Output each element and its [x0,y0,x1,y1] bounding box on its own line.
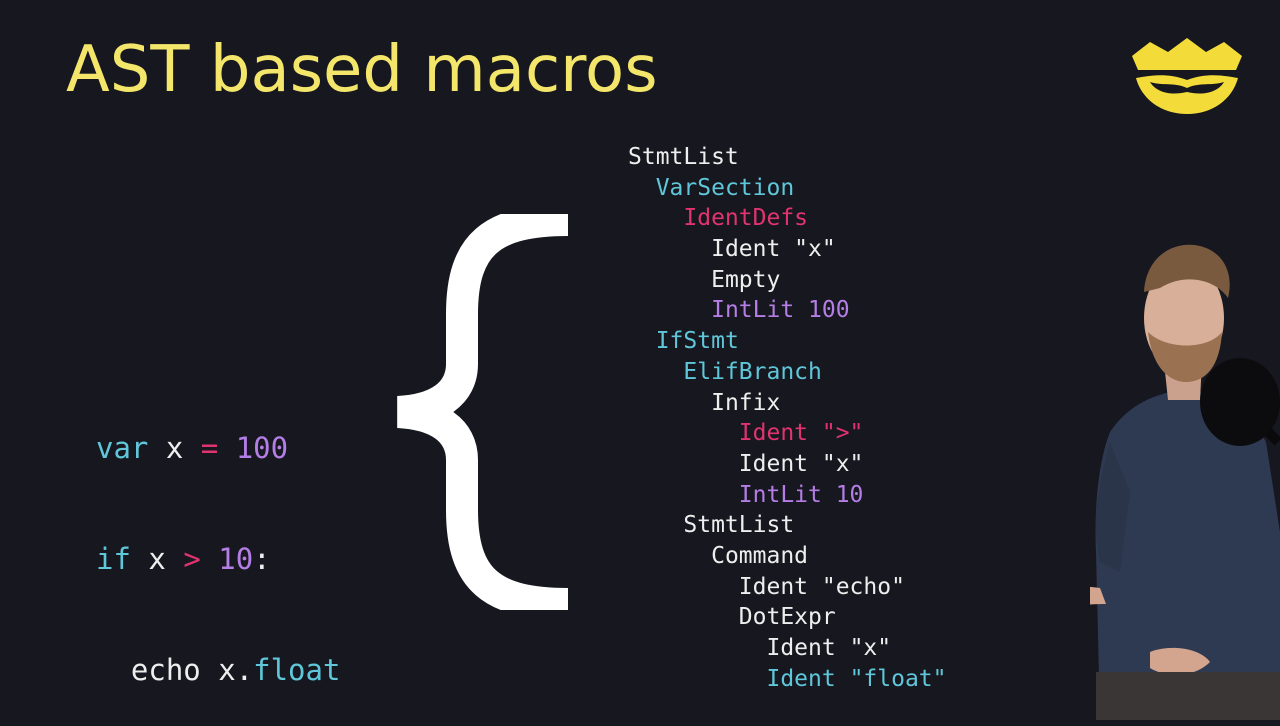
ast-node-indent [628,328,656,354]
code-number: 100 [218,431,289,465]
code-keyword: var [96,431,149,465]
ast-node: StmtList [628,142,947,173]
code-identifier: x [130,542,184,576]
ast-node-indent [628,236,711,262]
code-number: 10 [200,542,254,576]
code-identifier: x [148,431,201,465]
code-snippet: var x = 100 if x > 10: echo x.float [96,356,340,726]
code-line-echo: echo x.float [96,652,341,689]
code-keyword: if [96,542,131,576]
ast-node: Ident "x" [628,234,947,265]
ast-node-label: VarSection [655,174,795,201]
crown-logo-icon [1128,36,1246,122]
ast-node-label: Ident ">" [738,420,864,447]
ast-node-label: Command [711,542,809,569]
ast-node-label: IfStmt [655,328,739,355]
curly-brace-icon [392,204,572,620]
ast-node-label: IntLit 10 [738,481,864,508]
ast-tree: StmtList VarSection IdentDefs Ident "x" … [628,142,947,694]
ast-node-indent [628,390,711,416]
ast-node-label: StmtList [628,144,739,170]
ast-node-indent [628,543,711,569]
ast-node: DotExpr [628,602,947,633]
ast-node-label: Ident "x" [738,450,864,477]
ast-node: IfStmt [628,326,947,357]
ast-node: Ident "x" [628,633,947,664]
ast-node-indent [628,574,739,600]
ast-node-label: ElifBranch [683,358,822,385]
ast-node: Infix [628,388,947,419]
ast-node-label: Ident "x" [711,236,836,263]
ast-node-label: DotExpr [738,604,836,631]
ast-node: StmtList [628,510,947,541]
ast-node: IdentDefs [628,203,947,234]
code-operator: = [200,431,219,465]
ast-node: IntLit 100 [628,295,947,326]
ast-node: Ident "x" [628,449,947,480]
slide-title: AST based macros [66,33,658,107]
ast-node-indent [628,635,766,661]
code-command: echo x. [130,653,254,687]
ast-node: Ident "float" [628,664,947,695]
ast-node-indent [628,359,683,385]
ast-node-indent [628,205,683,231]
ast-node-label: IdentDefs [683,205,809,232]
code-operator: > [183,542,201,576]
ast-node: Command [628,541,947,572]
code-line-if: if x > 10: [96,541,340,578]
ast-node-indent [628,175,656,201]
code-colon: : [253,542,271,576]
ast-node-label: Infix [711,389,781,416]
ast-node-indent [628,420,739,446]
ast-node-indent [628,451,739,477]
ast-node-label: Ident "echo" [738,573,905,600]
ast-node: VarSection [628,173,947,204]
ast-node: Empty [628,265,947,296]
ast-node-label: IntLit 100 [711,297,850,324]
ast-node-label: Empty [711,266,781,293]
ast-node-label: Ident "x" [766,635,892,661]
ast-node: IntLit 10 [628,480,947,511]
ast-node-label: Ident "float" [766,665,947,692]
ast-node: Ident ">" [628,418,947,449]
code-field: float [253,653,341,687]
ast-node-indent [628,482,739,508]
ast-node-indent [628,297,711,323]
ast-node: ElifBranch [628,357,947,388]
code-indent [96,653,131,687]
ast-node-label: StmtList [683,512,795,539]
code-line-var: var x = 100 [96,430,340,467]
ast-node-indent [628,604,739,630]
ast-node-indent [628,666,766,692]
ast-node-indent [628,267,711,293]
presenter-webcam-image [1004,232,1280,724]
ast-node-indent [628,512,683,538]
ast-node: Ident "echo" [628,572,947,603]
